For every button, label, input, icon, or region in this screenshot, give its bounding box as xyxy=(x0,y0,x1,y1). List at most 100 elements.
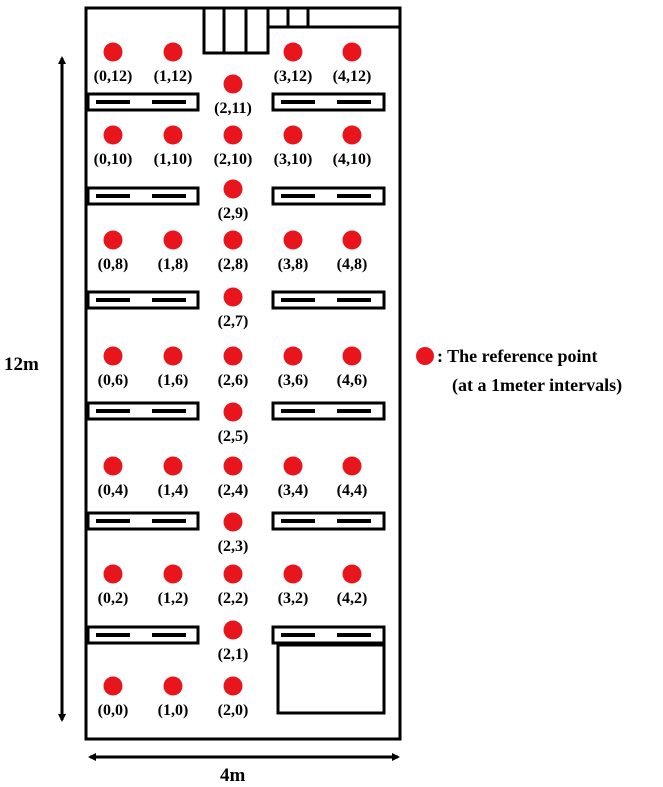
desk-divider xyxy=(152,409,186,413)
desk xyxy=(271,625,386,645)
reference-point-label: (2,3) xyxy=(218,538,249,555)
reference-point-label: (4,2) xyxy=(337,590,368,607)
height-label: 12m xyxy=(4,354,39,375)
top-fixture xyxy=(202,6,402,55)
reference-point-label: (1,2) xyxy=(158,590,189,607)
legend-sublabel: (at a 1meter intervals) xyxy=(452,375,622,396)
reference-point-marker xyxy=(163,676,183,696)
reference-point-label: (2,9) xyxy=(218,205,249,222)
reference-point-label: (3,2) xyxy=(278,590,309,607)
desk-divider xyxy=(96,194,130,198)
reference-point-marker xyxy=(223,287,243,307)
reference-point-marker xyxy=(223,230,243,250)
reference-point-label: (2,0) xyxy=(218,702,249,719)
reference-point-marker xyxy=(223,402,243,422)
reference-point-marker xyxy=(103,676,123,696)
reference-point-label: (4,8) xyxy=(337,256,368,273)
desk-divider xyxy=(96,298,130,302)
reference-point-marker xyxy=(223,564,243,584)
reference-point-marker xyxy=(283,230,303,250)
reference-point-marker xyxy=(103,346,123,366)
desk-divider xyxy=(96,633,130,637)
desk-divider xyxy=(281,100,315,104)
desk-divider xyxy=(96,100,130,104)
desk-divider xyxy=(152,633,186,637)
reference-point-marker xyxy=(283,42,303,62)
reference-point-label: (2,6) xyxy=(218,372,249,389)
desk xyxy=(86,290,200,310)
reference-point-marker xyxy=(342,346,362,366)
reference-point-marker xyxy=(103,125,123,145)
reference-points: (0,12)(1,12)(3,12)(4,12)(2,11)(0,10)(1,1… xyxy=(94,42,372,719)
desk-divider xyxy=(152,519,186,523)
reference-point-label: (2,11) xyxy=(214,100,252,117)
reference-point-marker xyxy=(283,346,303,366)
reference-point-label: (0,12) xyxy=(94,68,133,85)
reference-point-marker xyxy=(223,512,243,532)
reference-point-marker xyxy=(223,125,243,145)
reference-point-label: (1,12) xyxy=(154,68,193,85)
desk xyxy=(86,186,200,206)
reference-point-label: (0,10) xyxy=(94,151,133,168)
desk-divider xyxy=(337,633,371,637)
legend-point-marker xyxy=(416,347,434,365)
reference-point-marker xyxy=(223,620,243,640)
reference-point-label: (2,1) xyxy=(218,646,249,663)
reference-point-marker xyxy=(163,125,183,145)
desk xyxy=(86,511,200,531)
reference-point-label: (0,4) xyxy=(98,482,129,499)
desk xyxy=(86,401,200,421)
desk-divider xyxy=(152,194,186,198)
reference-point-label: (1,4) xyxy=(158,482,189,499)
reference-point-marker xyxy=(163,42,183,62)
reference-point-label: (0,6) xyxy=(98,372,129,389)
desk-divider xyxy=(337,409,371,413)
reference-point-label: (2,2) xyxy=(218,590,249,607)
desk xyxy=(86,92,200,112)
desk-divider xyxy=(281,409,315,413)
reference-point-label: (3,12) xyxy=(274,68,313,85)
reference-point-marker xyxy=(163,346,183,366)
desk-divider xyxy=(281,633,315,637)
desk xyxy=(271,92,386,112)
reference-point-marker xyxy=(283,125,303,145)
reference-point-marker xyxy=(342,230,362,250)
reference-point-label: (2,10) xyxy=(214,151,253,168)
desk-divider xyxy=(337,100,371,104)
desk-divider xyxy=(281,519,315,523)
reference-point-marker xyxy=(283,456,303,476)
reference-point-marker xyxy=(103,230,123,250)
desk-divider xyxy=(96,409,130,413)
reference-point-label: (1,6) xyxy=(158,372,189,389)
reference-point-label: (2,5) xyxy=(218,428,249,445)
reference-point-marker xyxy=(103,456,123,476)
desk-divider xyxy=(281,298,315,302)
reference-point-label: (1,8) xyxy=(158,256,189,273)
reference-point-marker xyxy=(223,456,243,476)
desk-divider xyxy=(96,519,130,523)
desk xyxy=(271,511,386,531)
reference-point-marker xyxy=(163,456,183,476)
desk xyxy=(86,625,200,645)
reference-point-label: (3,6) xyxy=(278,372,309,389)
desk-divider xyxy=(152,298,186,302)
reference-point-marker xyxy=(163,564,183,584)
reference-point-marker xyxy=(103,564,123,584)
reference-point-marker xyxy=(223,74,243,94)
reference-point-label: (0,0) xyxy=(98,702,129,719)
reference-point-label: (3,8) xyxy=(278,256,309,273)
desk-divider xyxy=(152,100,186,104)
reference-point-marker xyxy=(342,42,362,62)
reference-point-marker xyxy=(342,456,362,476)
reference-point-marker xyxy=(163,230,183,250)
reference-point-marker xyxy=(223,346,243,366)
reference-point-label: (2,4) xyxy=(218,482,249,499)
desk-divider xyxy=(337,519,371,523)
reference-point-label: (4,12) xyxy=(333,68,372,85)
reference-point-label: (3,10) xyxy=(274,151,313,168)
reference-point-marker xyxy=(103,42,123,62)
storage-box xyxy=(276,643,386,715)
reference-point-label: (2,8) xyxy=(218,256,249,273)
legend-label: : The reference point xyxy=(437,346,597,366)
